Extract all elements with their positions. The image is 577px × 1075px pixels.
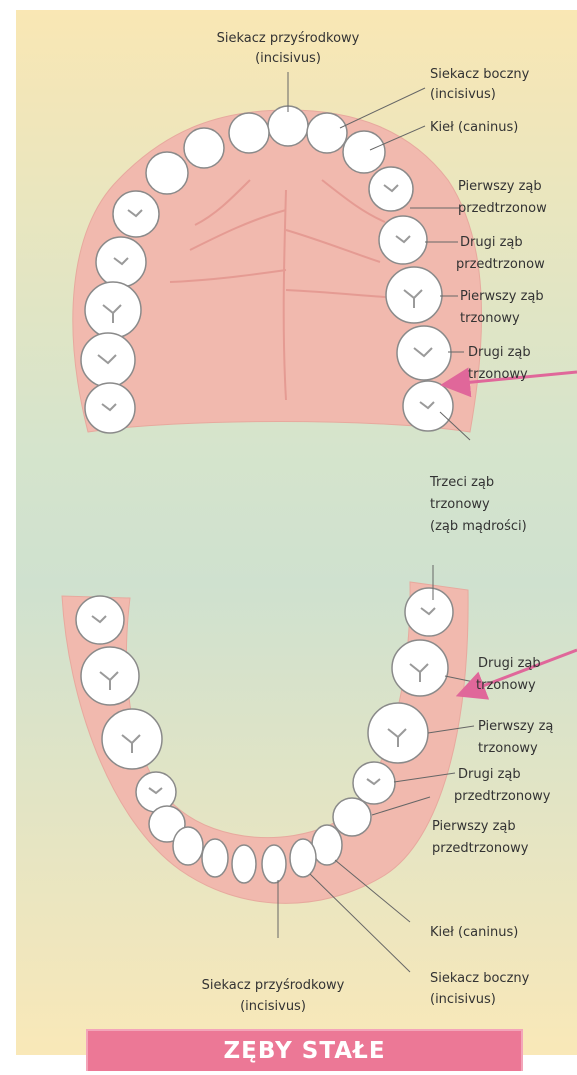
tooth-lower-molar3-right xyxy=(405,588,453,636)
tooth-lower-molar2-left xyxy=(81,647,139,705)
label-upper-lateral-2: (incisivus) xyxy=(430,87,496,102)
label-upper-central-1: Siekacz przyśrodkowy xyxy=(217,31,360,46)
tooth-lower-premolar1-right xyxy=(333,798,371,836)
tooth-lower-molar2-right xyxy=(392,640,448,696)
label-upper-premolar2-2: przedtrzonow xyxy=(456,257,545,272)
label-upper-premolar2-1: Drugi ząb xyxy=(460,235,523,250)
label-third-molar-3: (ząb mądrości) xyxy=(430,519,527,534)
tooth-upper-molar1-left xyxy=(85,282,141,338)
tooth-upper-central-left xyxy=(229,113,269,153)
tooth-upper-canine-right xyxy=(343,131,385,173)
label-lower-premolar2-1: Drugi ząb xyxy=(458,767,521,782)
label-lower-canine: Kieł (caninus) xyxy=(430,925,518,940)
tooth-lower-canine-left xyxy=(173,827,203,865)
tooth-upper-molar2-left xyxy=(81,333,135,387)
label-lower-molar2-2: trzonowy xyxy=(476,678,536,693)
tooth-lower-molar1-right xyxy=(368,703,428,763)
label-lower-central-2: (incisivus) xyxy=(240,999,306,1014)
label-lower-premolar1-2: przedtrzonowy xyxy=(432,841,529,856)
label-upper-canine: Kieł (caninus) xyxy=(430,120,518,135)
tooth-upper-premolar1-left xyxy=(113,191,159,237)
label-lower-premolar1-1: Pierwszy ząb xyxy=(432,819,516,834)
tooth-upper-canine-left xyxy=(146,152,188,194)
label-upper-molar1-2: trzonowy xyxy=(460,311,520,326)
tooth-lower-molar1-left xyxy=(102,709,162,769)
tooth-lower-lateral-left xyxy=(202,839,228,877)
tooth-upper-molar1-right xyxy=(386,267,442,323)
tooth-upper-molar3-right xyxy=(403,381,453,431)
tooth-lower-central-right xyxy=(262,845,286,883)
label-upper-molar1-1: Pierwszy ząb xyxy=(460,289,544,304)
label-upper-lateral-1: Siekacz boczny xyxy=(430,67,530,82)
label-lower-molar2-1: Drugi ząb xyxy=(478,656,541,671)
tooth-lower-molar3-left xyxy=(76,596,124,644)
label-upper-molar2-1: Drugi ząb xyxy=(468,345,531,360)
tooth-upper-molar2-right xyxy=(397,326,451,380)
label-lower-molar1-2: trzonowy xyxy=(478,741,538,756)
label-upper-premolar1-2: przedtrzonow xyxy=(458,201,547,216)
label-lower-molar1-1: Pierwszy zą xyxy=(478,719,553,734)
label-upper-premolar1-1: Pierwszy ząb xyxy=(458,179,542,194)
label-lower-lateral-1: Siekacz boczny xyxy=(430,971,530,986)
label-lower-premolar2-2: przedtrzonowy xyxy=(454,789,551,804)
label-third-molar-1: Trzeci ząb xyxy=(429,475,494,490)
label-third-molar-2: trzonowy xyxy=(430,497,490,512)
label-lower-central-1: Siekacz przyśrodkowy xyxy=(202,978,345,993)
tooth-lower-lateral-right xyxy=(290,839,316,877)
label-upper-central-2: (incisivus) xyxy=(255,51,321,66)
title-banner: ZĘBY STAŁE xyxy=(86,1029,523,1071)
tooth-upper-lateral-left xyxy=(184,128,224,168)
page-title: ZĘBY STAŁE xyxy=(223,1038,385,1064)
label-lower-lateral-2: (incisivus) xyxy=(430,992,496,1007)
tooth-lower-central-left xyxy=(232,845,256,883)
tooth-upper-premolar2-left xyxy=(96,237,146,287)
tooth-upper-molar3-left xyxy=(85,383,135,433)
label-upper-molar2-2: trzonowy xyxy=(468,367,528,382)
tooth-upper-lateral-right xyxy=(307,113,347,153)
